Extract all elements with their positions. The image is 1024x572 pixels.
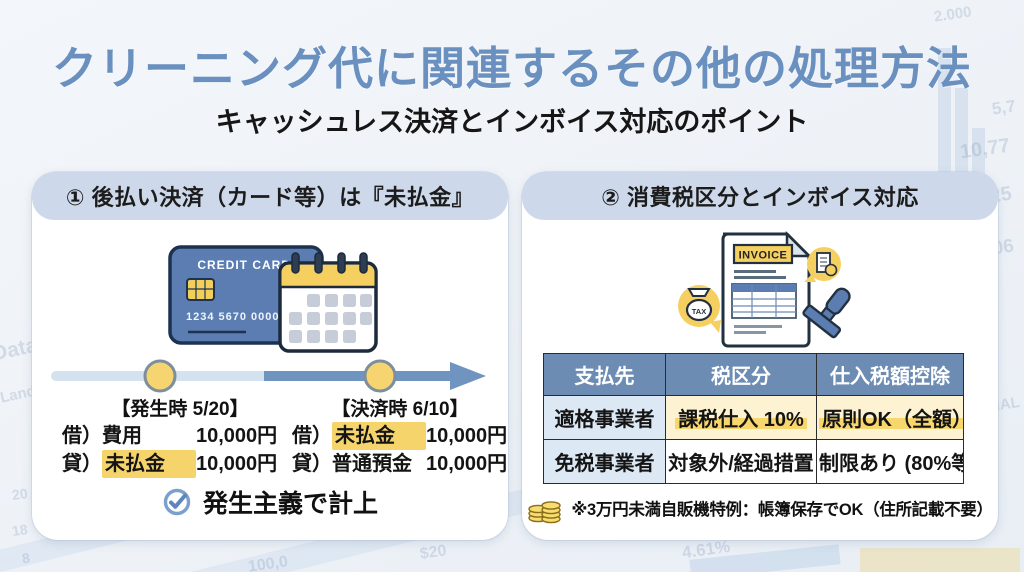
col-header-payee: 支払先: [543, 353, 666, 396]
table-cell: 原則OK（全額）: [819, 409, 963, 431]
debit-label: 借）: [292, 425, 332, 447]
journal-entry-accrual: 借） 費用 10,000円 貸） 未払金 10,000円: [32, 422, 277, 478]
page-subtitle: キャッシュレス決済とインボイス対応のポイント: [215, 107, 809, 137]
timeline: [51, 359, 486, 393]
account-name: 普通預金: [332, 453, 412, 475]
credit-card-label: CREDIT CARD: [197, 258, 291, 272]
credit-card-calendar-illustration: CREDIT CARD 1234 5670 0000: [168, 245, 378, 353]
invoice-document-icon: INVOICE: [721, 230, 813, 348]
credit-card-number: 1234 5670 0000: [186, 311, 280, 323]
credit-label: 貸）: [62, 453, 102, 475]
accrual-basis-text: 発生主義で計上: [202, 490, 378, 518]
bg-shape: [689, 544, 841, 572]
bg-text: 8: [20, 549, 31, 567]
credit-label: 貸）: [292, 453, 332, 475]
tax-label: TAX: [692, 307, 706, 316]
timeline-arrow-icon: [450, 362, 486, 390]
table-cell: 対象外/経過措置: [668, 453, 814, 475]
tax-bag-icon: TAX: [678, 285, 721, 333]
panel-tax-invoice: ② 消費税区分とインボイス対応 INVOICE: [522, 172, 998, 540]
col-header-tax-class: 税区分: [665, 353, 817, 396]
bg-text: 2.000: [933, 3, 974, 26]
bg-text: $20: [418, 542, 448, 563]
col-header-deduction: 仕入税額控除: [816, 353, 964, 396]
timeline-event-label-accrual: 【発生時 5/20】: [111, 399, 249, 420]
journal-line: 借） 未払金 10,000円: [292, 422, 508, 450]
journal-line: 貸） 普通預金 10,000円: [292, 450, 508, 478]
panel-deferred-payment: ① 後払い決済（カード等）は『未払金』 CREDIT CARD 1234 567…: [32, 172, 508, 540]
accrual-basis-note: 発生主義で計上: [32, 484, 508, 520]
bg-text: 20: [10, 484, 29, 504]
account-name: 未払金: [102, 450, 196, 478]
amount-value: 10,000円: [426, 425, 508, 447]
timeline-event-label-settlement: 【決済時 6/10】: [331, 399, 469, 420]
bg-text: 10,77: [958, 134, 1012, 164]
receipt-bubble-icon: [804, 247, 841, 282]
tax-table: 支払先 税区分 仕入税額控除 適格事業者 課税仕入 10% 原則OK（全額） 免…: [543, 353, 964, 484]
calendar-icon: [278, 252, 378, 353]
amount-value: 10,000円: [426, 453, 508, 475]
table-cell: 制限あり (80%等): [819, 453, 964, 475]
debit-label: 借）: [62, 425, 102, 447]
journal-entries: 借） 費用 10,000円 貸） 未払金 10,000円 借） 未払金 10,0…: [32, 422, 508, 478]
journal-line: 借） 費用 10,000円: [62, 422, 277, 450]
bg-text: 18: [10, 520, 29, 540]
invoice-illustration: INVOICE TAX: [678, 230, 851, 348]
table-header-row: 支払先 税区分 仕入税額控除: [543, 353, 964, 396]
journal-entry-settlement: 借） 未払金 10,000円 貸） 普通預金 10,000円: [270, 422, 508, 478]
amount-value: 10,000円: [196, 425, 278, 447]
invoice-table-icon: [731, 283, 797, 319]
table-cell: 適格事業者: [554, 409, 655, 431]
panel-left-header: ① 後払い決済（カード等）は『未払金』: [32, 172, 508, 220]
timeline-dot-accrual: [143, 359, 177, 393]
panel-right-header: ② 消費税区分とインボイス対応: [522, 172, 998, 220]
bg-text: 4.61%: [680, 536, 732, 563]
table-cell: 課税仕入 10%: [675, 409, 807, 431]
table-row-qualified: 適格事業者 課税仕入 10% 原則OK（全額）: [543, 395, 964, 440]
table-row-exempt: 免税事業者 対象外/経過措置 制限あり (80%等): [543, 439, 964, 484]
timeline-dot-settlement: [363, 359, 397, 393]
coins-icon: [528, 501, 562, 524]
footnote-text: ※3万円未満自販機特例：帳簿保存でOK（住所記載不要）: [571, 501, 993, 519]
bg-text: 100,0: [246, 553, 289, 572]
invoice-label: INVOICE: [739, 250, 788, 262]
bg-shape: [860, 548, 1020, 572]
account-name: 費用: [102, 425, 142, 447]
table-cell: 免税事業者: [554, 453, 655, 475]
vending-machine-exception-note: ※3万円未満自販機特例：帳簿保存でOK（住所記載不要）: [522, 492, 998, 524]
journal-line: 貸） 未払金 10,000円: [62, 450, 277, 478]
page-title: クリーニング代に関連するその他の処理方法: [51, 43, 972, 94]
amount-value: 10,000円: [196, 453, 278, 475]
account-name: 未払金: [332, 422, 426, 450]
check-icon: [163, 488, 191, 516]
stamp-icon: [802, 287, 851, 339]
